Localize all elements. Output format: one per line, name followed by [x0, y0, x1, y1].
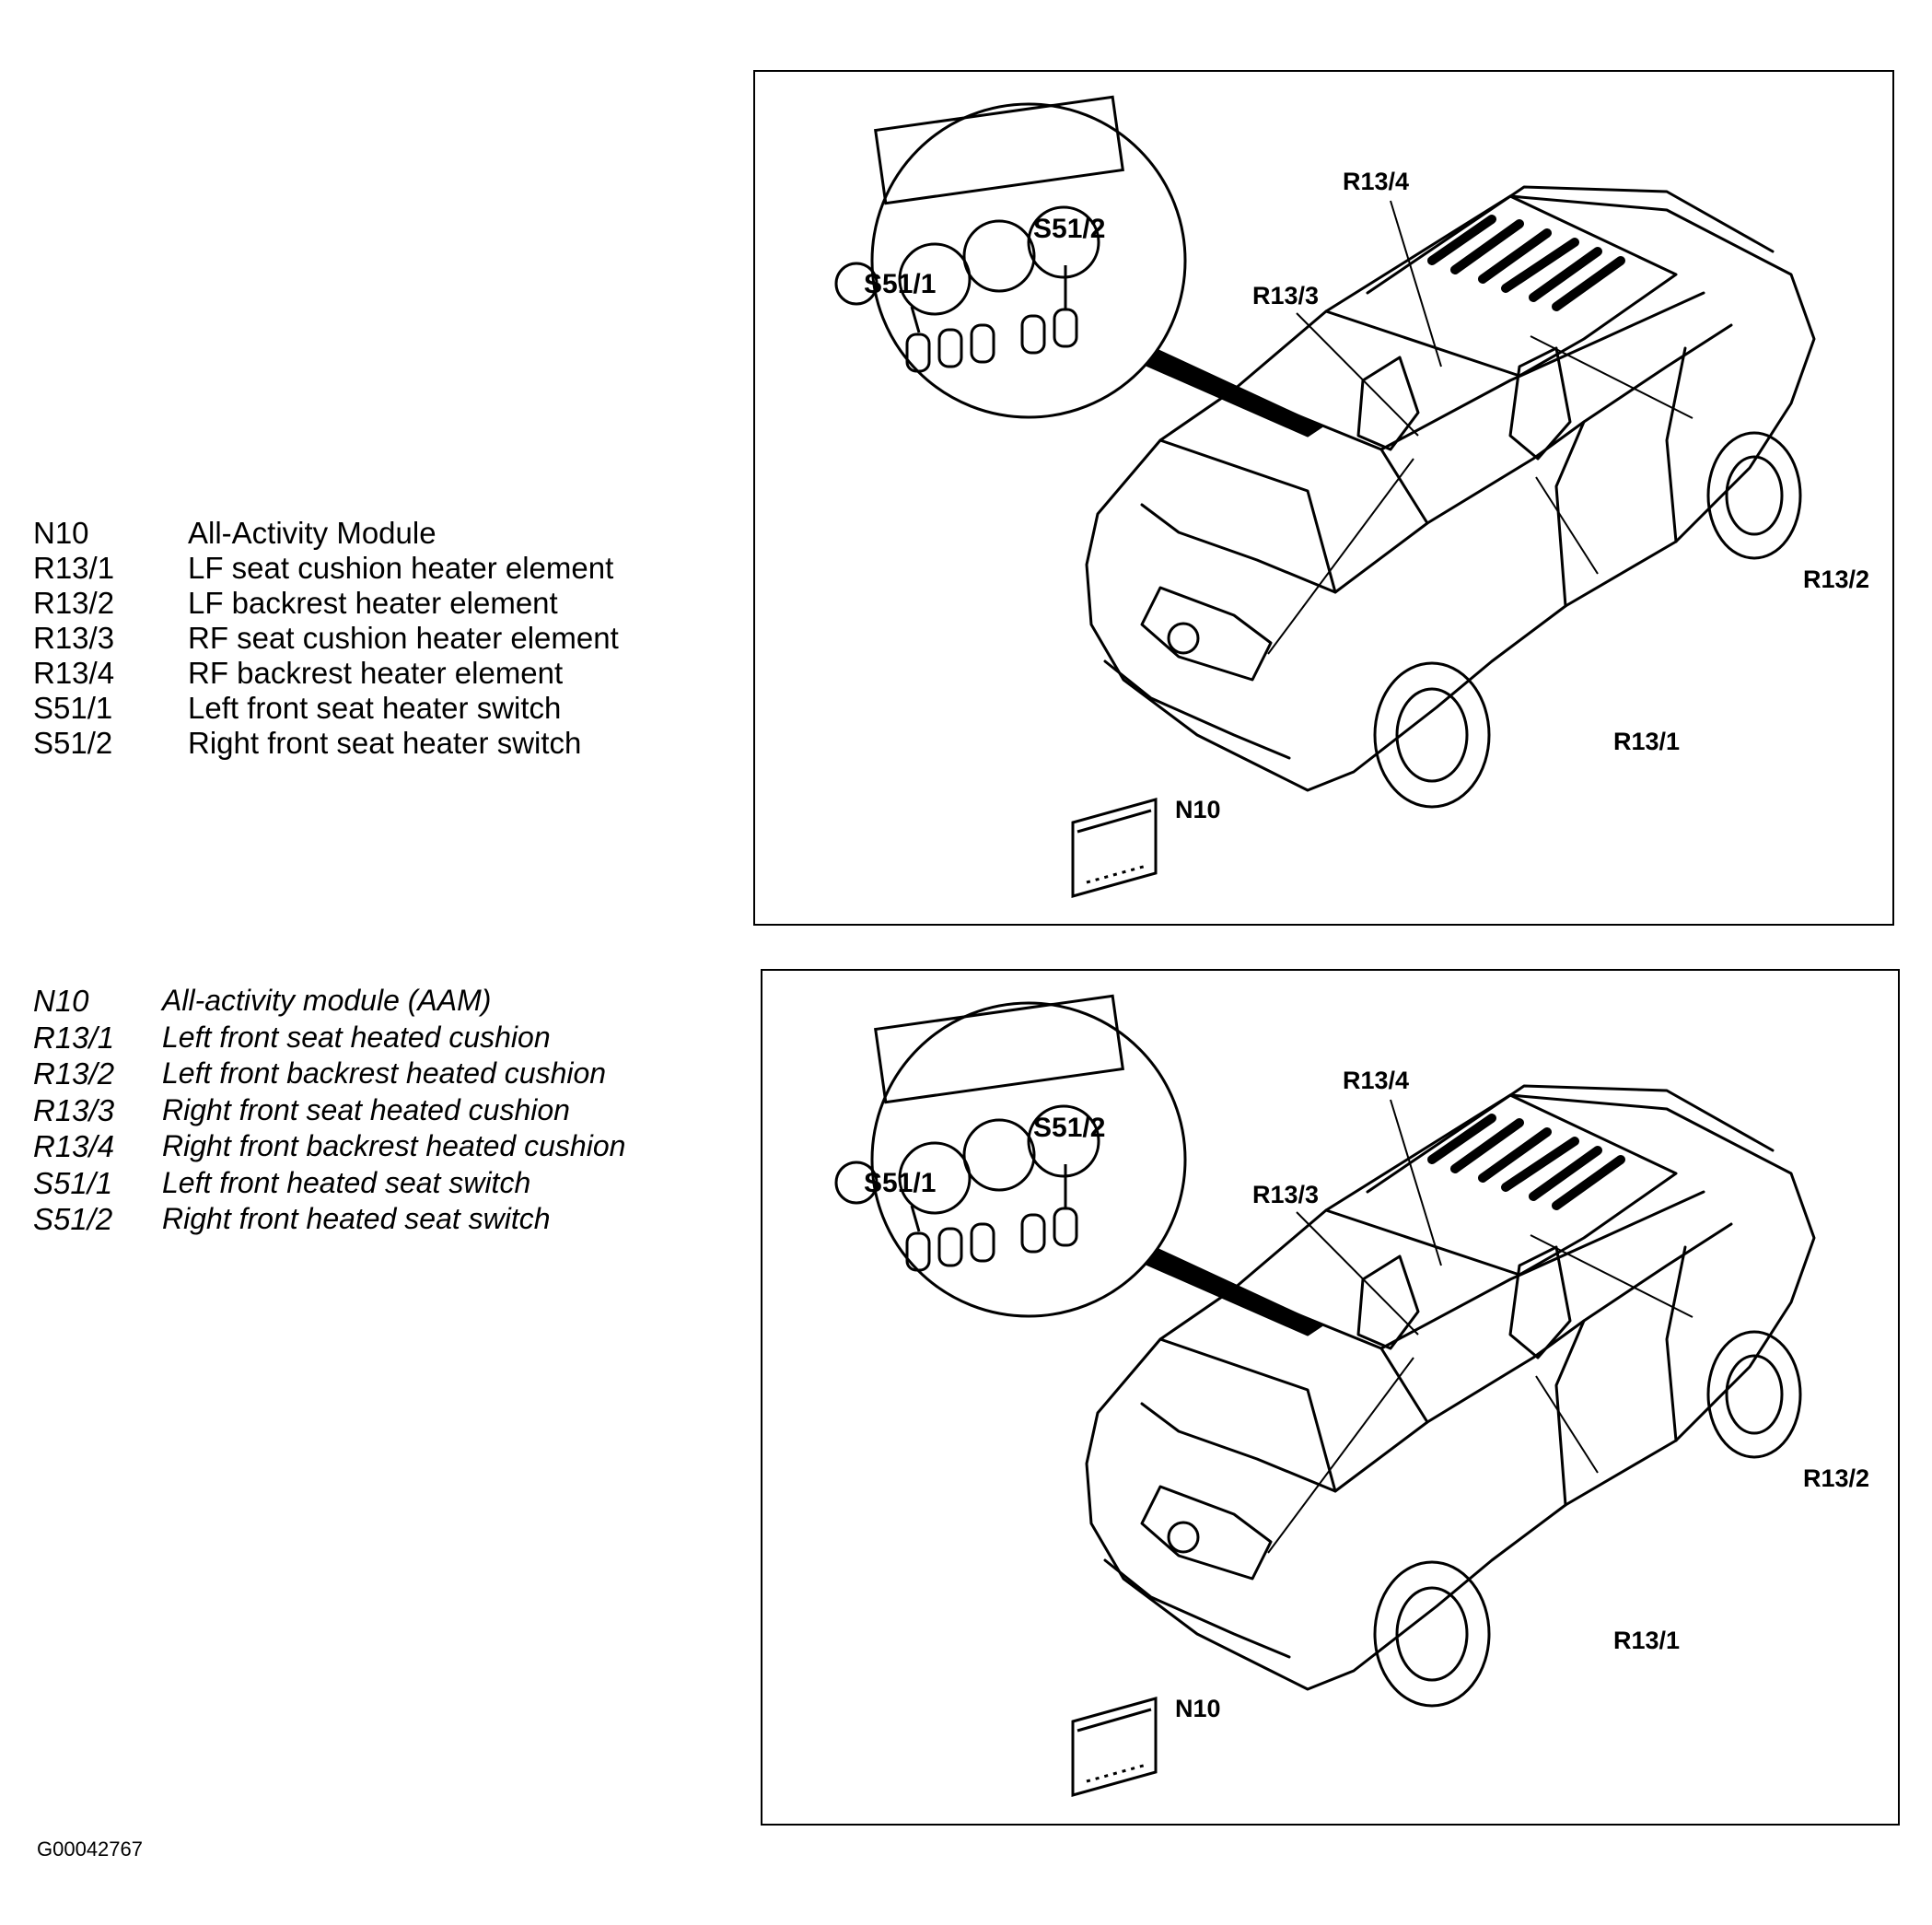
legend-code: R13/2: [33, 1056, 115, 1091]
vehicle-body-outline: [1085, 194, 1816, 792]
callout-r13-2: R13/2: [1803, 1464, 1869, 1492]
legend-code: N10: [33, 516, 89, 550]
callout-r13-4: R13/4: [1343, 168, 1409, 195]
legend-description: Left front seat heated cushion: [162, 1020, 551, 1054]
legend-code: R13/1: [33, 551, 115, 585]
callout-r13-4: R13/4: [1343, 1067, 1409, 1094]
legend-description: Right front seat heated cushion: [162, 1092, 570, 1126]
inset-label-s51-2: S51/2: [1033, 1113, 1105, 1143]
legend-code: S51/1: [33, 1165, 113, 1200]
leader-r13-3: [1296, 1211, 1419, 1336]
module-n10: [1071, 798, 1158, 898]
legend-code: R13/4: [33, 1129, 115, 1163]
legend-description: LF seat cushion heater element: [188, 551, 614, 585]
front-wheel: [1373, 1560, 1491, 1708]
callout-r13-2: R13/2: [1803, 566, 1869, 593]
leader-r13-1: [1535, 476, 1599, 575]
callout-r13-1: R13/1: [1613, 728, 1680, 755]
callout-n10: N10: [1175, 796, 1221, 823]
vehicle-illustration: R13/4 R13/3 R13/2 R13/1 N10 S51/1 S51/2: [834, 95, 1869, 898]
legend-description: Right front seat heater switch: [188, 726, 582, 760]
legend-code: S51/2: [33, 1202, 113, 1236]
leader-r13-4: [1390, 200, 1442, 368]
legend-description: All-Activity Module: [188, 516, 436, 550]
leader-r13-1: [1535, 1375, 1599, 1474]
callout-r13-1: R13/1: [1613, 1627, 1680, 1654]
leader-n10: [1267, 458, 1414, 655]
legend-code: R13/3: [33, 1092, 115, 1127]
legend-description: Right front heated seat switch: [162, 1202, 551, 1235]
legend-description: Left front heated seat switch: [162, 1165, 531, 1199]
leader-r13-4: [1390, 1099, 1442, 1266]
leader-n10: [1267, 1357, 1414, 1554]
legend-code: N10: [33, 984, 89, 1018]
figure-id: G00042767: [37, 1838, 143, 1861]
control-panel-inset: [834, 994, 1187, 1318]
leader-r13-2: [1530, 335, 1693, 419]
rear-wheel: [1706, 1330, 1802, 1459]
vehicle-illustration: R13/4 R13/3 R13/2 R13/1 N10 S51/1 S51/2: [834, 994, 1869, 1797]
legend-code: S51/2: [33, 726, 113, 760]
rear-wheel: [1706, 431, 1802, 560]
legend-code: R13/2: [33, 586, 115, 620]
vehicle-body-outline: [1085, 1093, 1816, 1691]
component-locator-diagram-bottom: R13/4 R13/3 R13/2 R13/1 N10 S51/1 S51/2: [761, 969, 1900, 1826]
control-panel-inset: [834, 95, 1187, 419]
component-locator-diagram-top: R13/4 R13/3 R13/2 R13/1 N10 S51/1 S51/2: [753, 70, 1894, 926]
leader-r13-2: [1530, 1234, 1693, 1318]
legend-code: R13/4: [33, 656, 115, 690]
callout-n10: N10: [1175, 1695, 1221, 1722]
legend-code: R13/3: [33, 621, 115, 655]
front-wheel: [1373, 661, 1491, 809]
legend-description: All-activity module (AAM): [162, 984, 492, 1017]
legend-description: Left front backrest heated cushion: [162, 1056, 607, 1090]
legend-code: S51/1: [33, 691, 113, 725]
callout-r13-3: R13/3: [1252, 282, 1319, 309]
inset-label-s51-1: S51/1: [864, 269, 936, 299]
legend-description: RF seat cushion heater element: [188, 621, 619, 655]
callout-r13-3: R13/3: [1252, 1181, 1319, 1208]
leader-r13-3: [1296, 312, 1419, 437]
inset-label-s51-1: S51/1: [864, 1168, 936, 1198]
legend-code: R13/1: [33, 1020, 115, 1055]
legend-description: Right front backrest heated cushion: [162, 1129, 626, 1162]
legend-description: LF backrest heater element: [188, 586, 558, 620]
inset-label-s51-2: S51/2: [1033, 214, 1105, 244]
legend-description: Left front seat heater switch: [188, 691, 562, 725]
legend-description: RF backrest heater element: [188, 656, 564, 690]
module-n10: [1071, 1697, 1158, 1797]
